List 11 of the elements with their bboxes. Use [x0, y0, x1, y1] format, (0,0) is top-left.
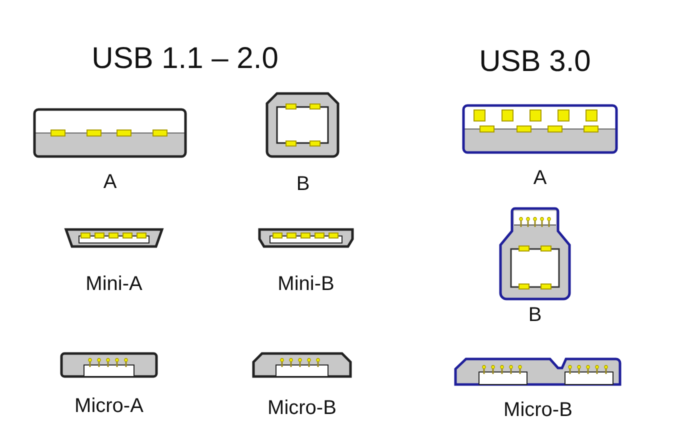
connector-label: B	[296, 174, 310, 194]
section-heading: USB 1.1 – 2.0	[92, 44, 278, 74]
connector-label: A	[103, 172, 117, 192]
connector-label: Micro-A	[74, 396, 144, 416]
connector-label: Micro-B	[268, 398, 336, 418]
connector-label: Mini-A	[86, 274, 142, 294]
connector-label: Mini-B	[278, 274, 334, 294]
connector-label: Micro-B	[504, 400, 572, 420]
section-heading: USB 3.0	[479, 47, 591, 77]
connector-label: A	[533, 168, 547, 188]
connector-label: B	[528, 305, 542, 325]
